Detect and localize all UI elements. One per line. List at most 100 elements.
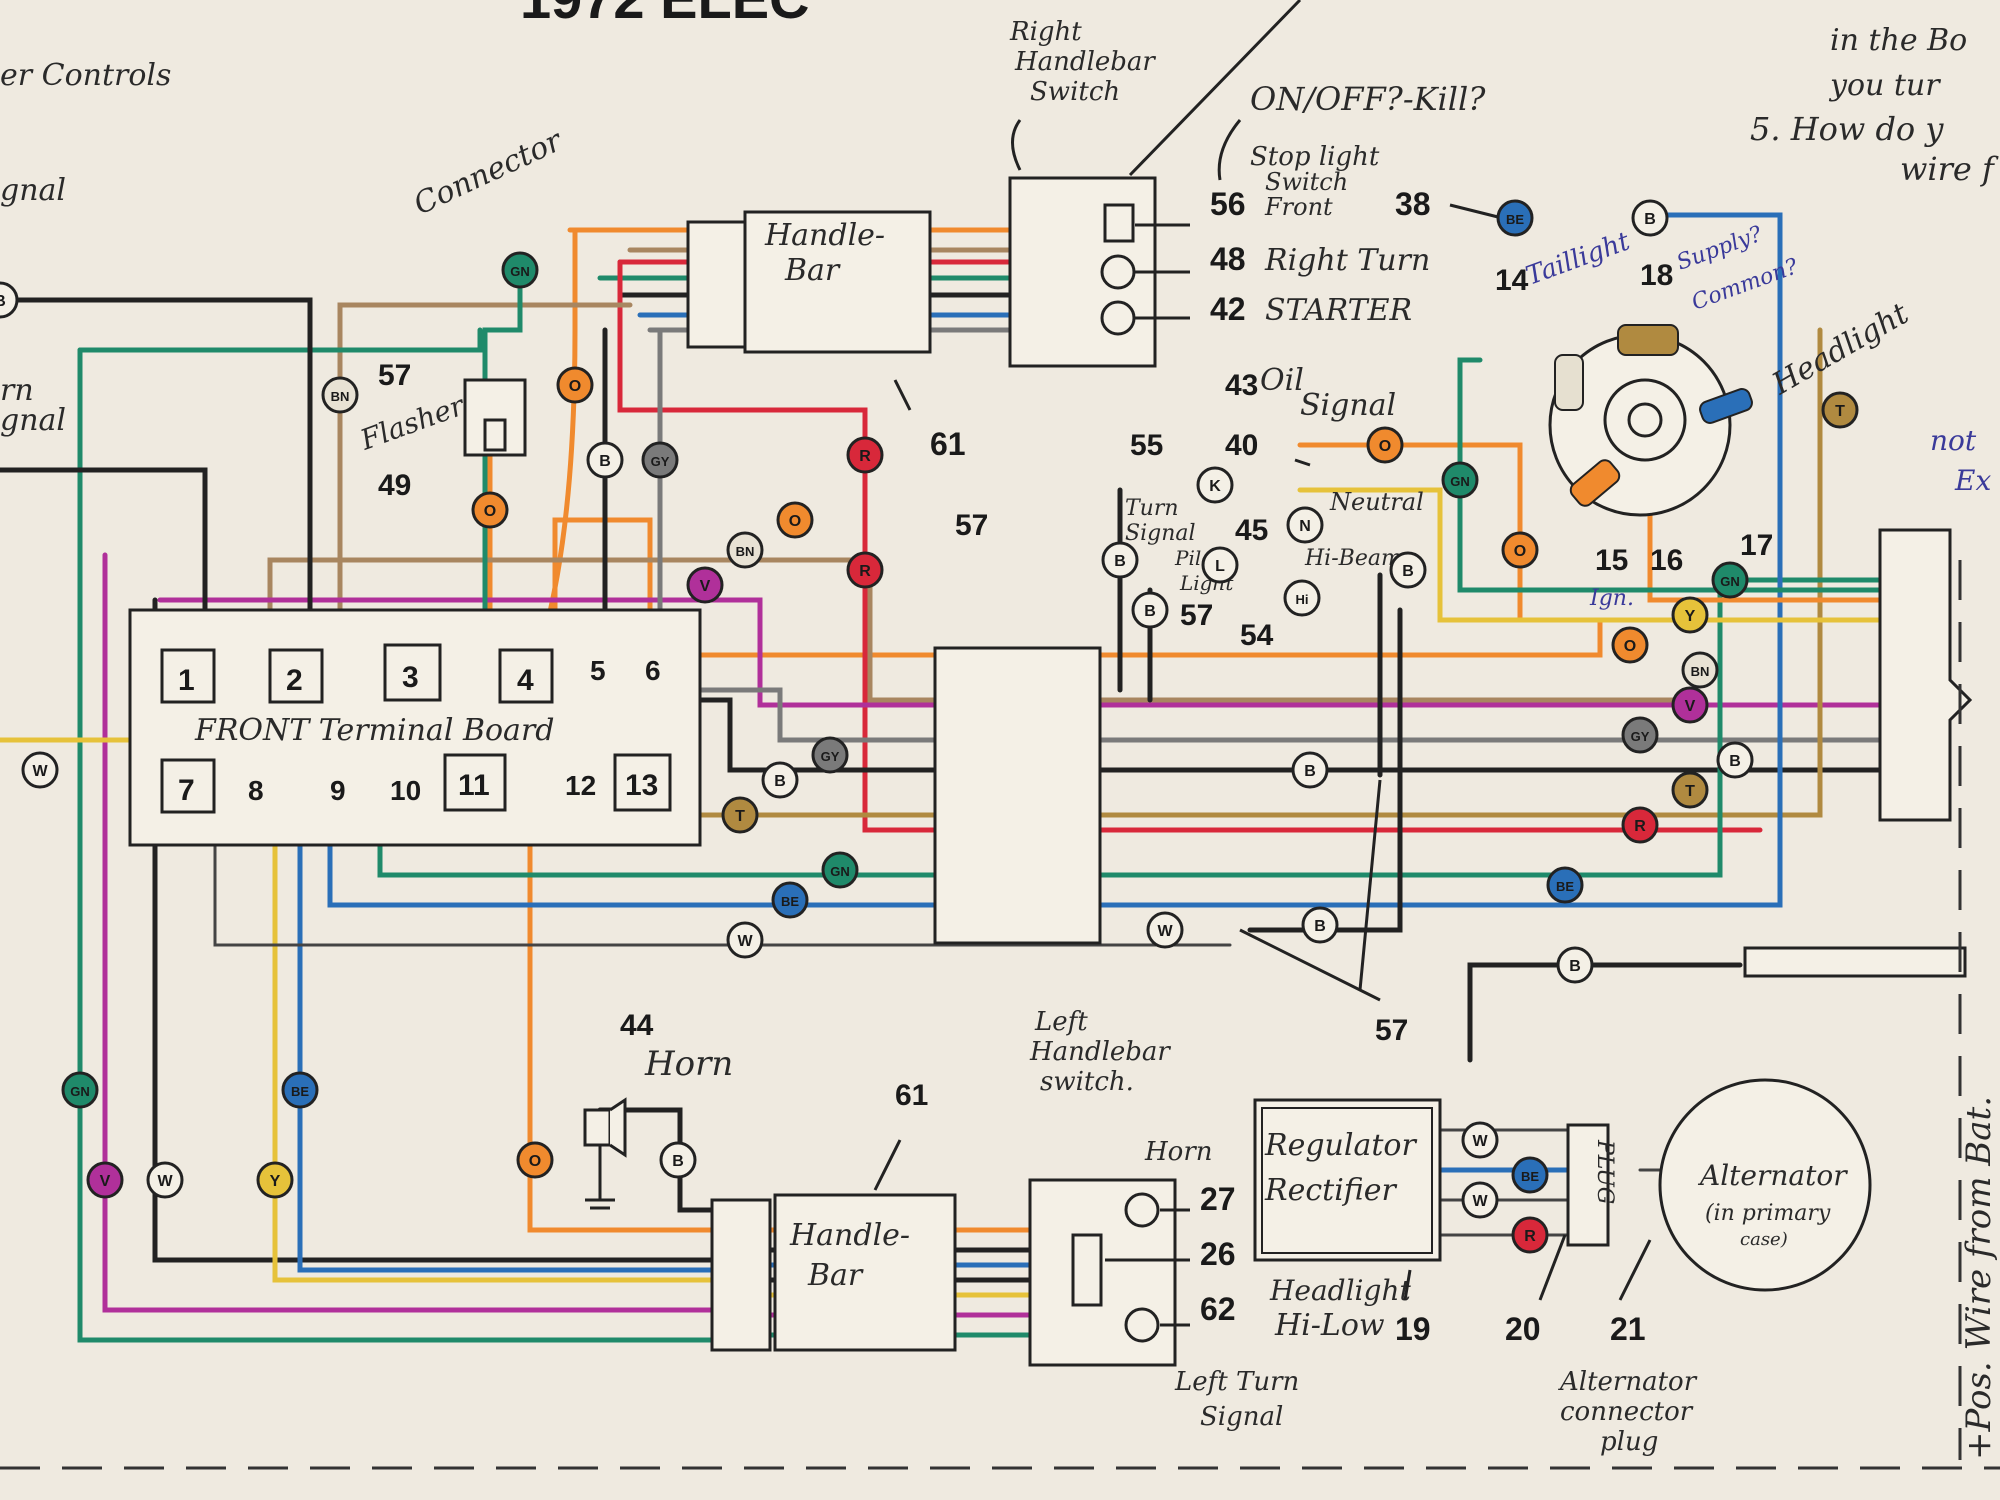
label-left-handlebar-1: Left [1034,1007,1088,1037]
ref-21: 21 [1610,1311,1646,1347]
label-on-off-kill: ON/OFF?-Kill? [1250,80,1486,118]
wire-tag-be: BE [781,894,799,909]
wire-tag-o-circle [516,1141,554,1179]
wire-tag-gy-circle [811,736,849,774]
wire-tag-t-circle [1671,771,1709,809]
ref-43: 43 [1225,369,1258,402]
label-front-terminal-board: FRONT Terminal Board [194,713,555,748]
wire-tag-o: O [1379,438,1391,455]
wire-tag-gn: GN [510,264,530,279]
label-left-handlebar-2: Handlebar [1029,1037,1171,1067]
wire-tag-w-circle [1461,1181,1499,1219]
wire-tag-gn-circle [1711,561,1749,599]
wire-tag-b: B [1144,603,1156,620]
wire-tag-b-circle [586,441,624,479]
wire-tag-bn: BN [1691,664,1710,679]
switch-56-slot [1103,203,1135,243]
ref-15: 15 [1595,544,1628,577]
label-horn-switch: Horn [1144,1137,1213,1167]
wire-tag-k: K [1209,478,1221,495]
wire-tag-r: R [1524,1228,1536,1245]
wire-tag-o: O [529,1153,541,1170]
wire-tag-bn-circle [1681,651,1719,689]
ref-17: 17 [1740,529,1773,562]
wire-tag-k-circle [1196,466,1234,504]
ref-14: 14 [1495,264,1529,297]
wire-tag-gy: GY [821,749,840,764]
note-line-2: you tur [1828,68,1941,103]
wire-tag-gy: GY [651,454,670,469]
bottom-connector-left [710,1198,772,1352]
label-regulator: Regulator [1264,1128,1417,1163]
wire-tag-r: R [859,563,871,580]
label-horn: Horn [644,1044,733,1084]
wire-tag-gn-circle [821,851,859,889]
wire-tag-o: O [789,513,801,530]
switch-62-contact [1124,1307,1160,1343]
wire-tag-o-circle [1501,531,1539,569]
wire-tag-b: B [1314,918,1326,935]
wire-tag-b-circle [1131,591,1169,629]
horn [583,1097,627,1210]
wire-tag-v: V [100,1173,111,1190]
front-terminal-board [128,608,702,847]
wire-tag-r-circle [1621,806,1659,844]
ref-26: 26 [1200,1236,1236,1272]
ref-57-mid: 57 [955,509,988,542]
wire-tag-w: W [1472,1193,1488,1210]
wire-tag-t: T [1835,403,1845,420]
wire-tag-be-circle [1496,199,1534,237]
wire-tag-hi-circle [1283,579,1321,617]
terminal-1: 1 [178,664,195,697]
battery-wire-connector [1743,946,1967,978]
wire-tag-b: B [1644,211,1656,228]
wire-tag-t-circle [721,796,759,834]
wire-tag-b: B [1569,958,1581,975]
ref-38: 38 [1395,186,1431,222]
label-alternator-case-2: case) [1740,1229,1788,1250]
central-junction-block [933,646,1102,945]
label-alt-plug-1: Alternator [1558,1367,1698,1397]
wire-tag-b-circle [761,761,799,799]
wire-tag-b-circle [1631,199,1669,237]
wire-tag-o: O [1624,638,1636,655]
label-headlight-hilow-2: Hi-Low [1274,1308,1385,1343]
ref-57-pilot: 57 [1180,599,1213,632]
terminal-6: 6 [645,655,661,686]
wire-tags: GNBBNOBGYROORBNVOGNOBEBTGNYOBNVGYBTRGYBB… [0,199,1859,1254]
wire-tag-v-circle [1671,686,1709,724]
wire-tag-be: BE [291,1084,309,1099]
regulator-rectifier [1253,1098,1442,1262]
wire-tag-o: O [1514,543,1526,560]
wire-tag-l: L [1215,558,1225,575]
wire-tag-be: BE [1521,1169,1539,1184]
switch-48-contact [1100,254,1136,290]
ref-48: 48 [1210,241,1246,277]
flasher-contact [483,418,507,452]
wire-tag-v-circle [686,566,724,604]
wire-tag-o-circle [776,501,814,539]
wire-tag-n: N [1299,518,1311,535]
wire-tag-w: W [157,1173,173,1190]
terminal-7: 7 [178,774,195,807]
wire-tag-gn-circle [61,1071,99,1109]
wire-tag-bn: BN [736,544,755,559]
label-right-handlebar-2: Handlebar [1014,47,1156,77]
label-headlight-hilow-1: Headlight [1269,1274,1411,1307]
terminal-10: 10 [390,775,421,806]
ref-44: 44 [620,1009,654,1042]
wire-tag-y-circle [1671,596,1709,634]
alternator [1658,1078,1872,1292]
top-handlebar-block [743,210,932,354]
wire-tag-be-circle [1511,1156,1549,1194]
wire-tag-w-circle [21,751,59,789]
wire-tag-be-circle [1546,866,1584,904]
ref-62: 62 [1200,1291,1236,1327]
wire-tag-y-circle [256,1161,294,1199]
wire-tag-r-circle [846,551,884,589]
wire-tag-l-circle [1201,546,1239,584]
label-alt-plug-2: connector [1560,1397,1694,1427]
ref-56: 56 [1210,186,1246,222]
switch-26-slot [1071,1233,1103,1307]
bottom-handlebar-label-1: Handle- [789,1218,910,1253]
